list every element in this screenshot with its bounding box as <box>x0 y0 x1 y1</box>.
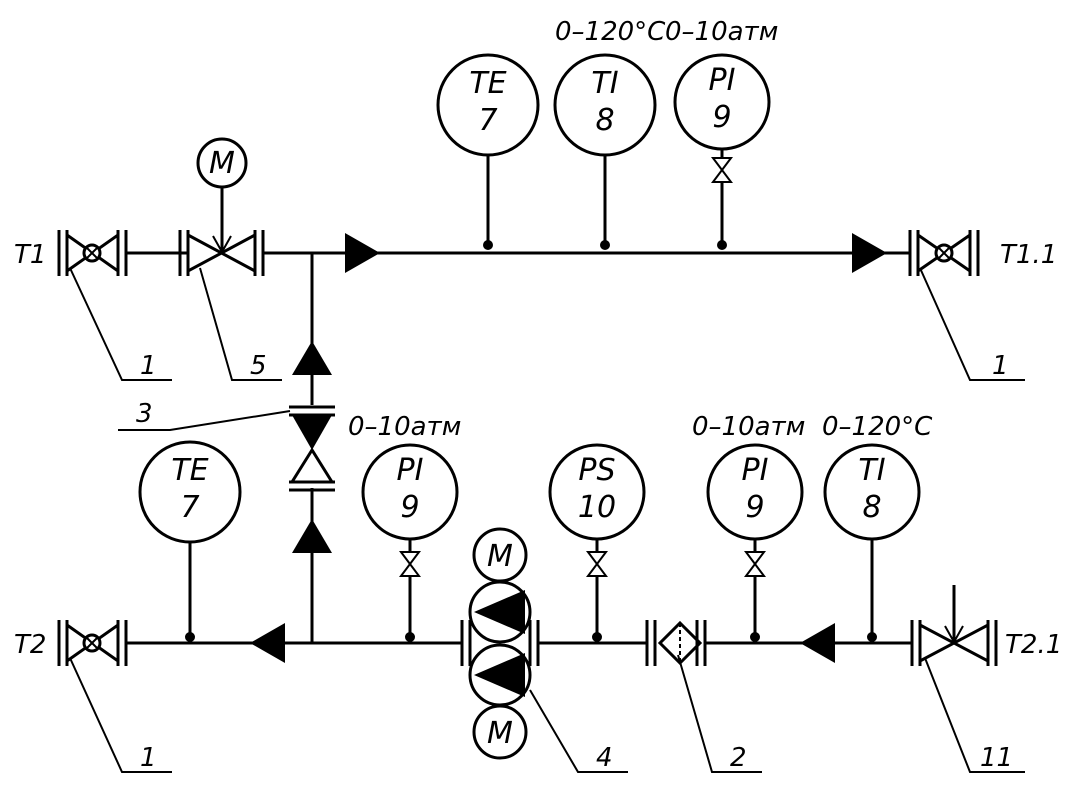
ti-instrument-bottom: TI 8 <box>823 443 921 642</box>
te-instrument-bottom: TE 7 <box>138 440 242 642</box>
pump-motor-top-label: M <box>487 539 513 574</box>
ti-top-range: 0–120°C <box>555 17 666 47</box>
filter-strainer <box>645 620 707 666</box>
pi-instrument-top: PI 9 <box>673 53 771 250</box>
ti-bottom-code: TI <box>858 453 885 488</box>
pump-motor-bottom-label: M <box>487 716 513 751</box>
callout-1-bottom-left: 1 <box>69 657 172 773</box>
callout-3: 3 <box>118 399 291 431</box>
te-bottom-number: 7 <box>180 490 199 525</box>
flow-arrow-bypass-upper <box>292 341 332 375</box>
pump-group: M M <box>460 527 540 760</box>
pi-bottom1-number: 9 <box>400 490 419 525</box>
pi-top-number: 9 <box>712 100 731 135</box>
stream-label-t2-1: T2.1 <box>1005 630 1062 660</box>
t1-1-shutoff-valve <box>908 230 980 276</box>
motorized-control-valve: M <box>178 137 265 276</box>
te-top-code: TE <box>469 66 506 101</box>
callout-4-number: 4 <box>596 743 613 773</box>
flow-arrow-bottom-right <box>800 623 835 663</box>
pi-instrument-bottom-1: PI 9 <box>361 443 459 642</box>
ti-top-code: TI <box>591 66 618 101</box>
callout-1-top-right: 1 <box>919 267 1025 381</box>
pi-bottom1-code: PI <box>397 453 424 488</box>
ti-bottom-range: 0–120°C <box>822 412 933 442</box>
te-bottom-code: TE <box>171 453 208 488</box>
te-instrument-top: TE 7 <box>436 53 540 250</box>
pi-bottom2-code: PI <box>742 453 769 488</box>
ps-instrument-bottom: PS 10 <box>548 443 646 642</box>
pi-bottom2-range: 0–10атм <box>692 412 805 442</box>
callout-5-number: 5 <box>250 351 267 381</box>
pi-instrument-bottom-2: PI 9 <box>706 443 804 642</box>
ps-bottom-code: PS <box>578 453 615 488</box>
callout-1-top-right-number: 1 <box>992 351 1009 381</box>
flow-arrow-top-left <box>345 233 380 273</box>
callout-3-number: 3 <box>136 399 153 429</box>
t2-shutoff-valve <box>57 620 128 666</box>
callout-1-top-left: 1 <box>69 267 172 381</box>
pi-top-code: PI <box>709 63 736 98</box>
t2-1-valve <box>910 585 998 666</box>
ti-top-number: 8 <box>595 103 614 138</box>
t1-shutoff-valve <box>57 230 128 276</box>
ps-bottom-number: 10 <box>578 490 616 525</box>
flow-arrow-top-right <box>852 233 887 273</box>
callout-2: 2 <box>677 654 762 773</box>
callout-11-number: 11 <box>980 743 1013 773</box>
check-valve-bypass <box>289 405 335 492</box>
pi-bottom2-number: 9 <box>745 490 764 525</box>
callout-2-number: 2 <box>730 743 747 773</box>
pi-bottom1-range: 0–10атм <box>348 412 461 442</box>
stream-label-t2: T2 <box>14 630 46 660</box>
te-top-number: 7 <box>478 103 497 138</box>
callout-11: 11 <box>924 657 1025 773</box>
flow-arrow-bypass-lower <box>292 519 332 553</box>
callout-5: 5 <box>199 267 282 381</box>
ti-bottom-number: 8 <box>862 490 881 525</box>
callout-1-bottom-left-number: 1 <box>140 743 157 773</box>
ti-instrument-top: TI 8 <box>553 53 657 250</box>
callout-1-top-left-number: 1 <box>140 351 157 381</box>
flow-arrow-bottom-left <box>250 623 285 663</box>
bypass-line <box>292 253 332 643</box>
valve-motor-label: M <box>209 146 235 181</box>
callout-4: 4 <box>529 689 628 773</box>
pi-top-range: 0–10атм <box>665 17 778 47</box>
stream-label-t1: T1 <box>14 240 46 270</box>
stream-label-t1-1: T1.1 <box>1000 240 1057 270</box>
